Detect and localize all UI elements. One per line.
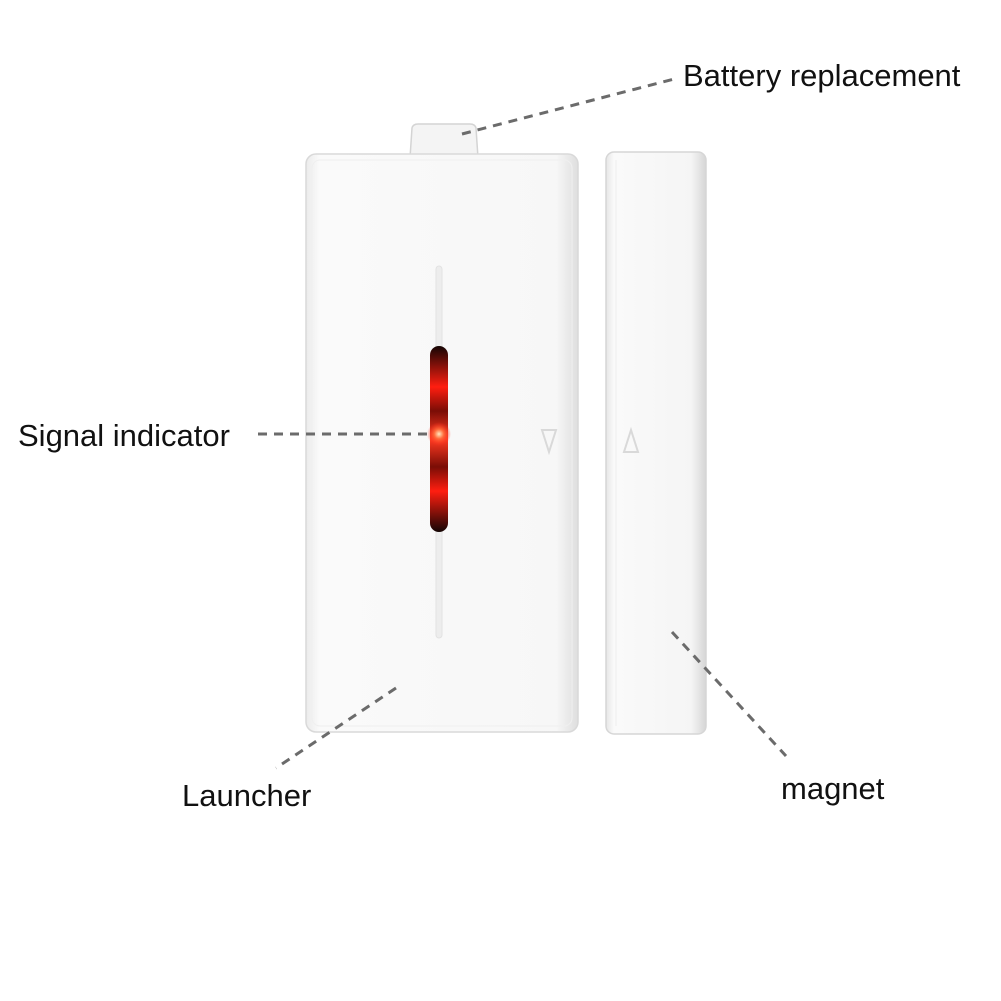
label-launcher: Launcher [182,778,312,813]
label-signal-indicator: Signal indicator [18,418,230,453]
label-battery-replacement: Battery replacement [683,58,961,93]
magnet-device [605,151,707,735]
leader-battery [461,76,679,136]
align-arrow-icon [540,429,558,456]
leader-launcher [275,686,397,770]
magnet-body [605,151,707,735]
magnet-arrow-icon [622,426,640,453]
label-magnet: magnet [781,771,885,806]
leader-magnet [670,630,788,758]
battery-tab [409,123,479,159]
launcher-device [305,123,579,733]
led-glow [427,422,451,446]
leader-lines [258,76,788,770]
